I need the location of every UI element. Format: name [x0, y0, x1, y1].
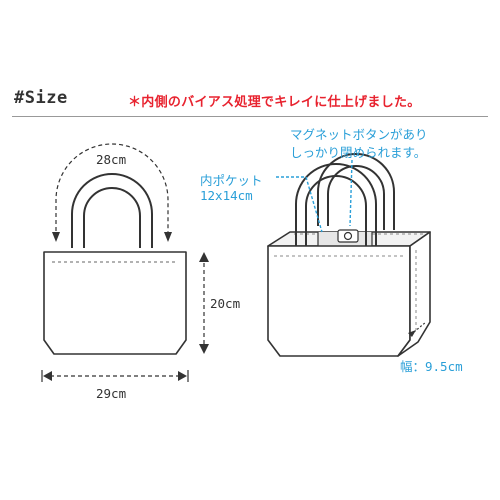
section-title: #Size	[14, 88, 68, 108]
magnet-callout-line	[349, 159, 353, 227]
height-label: 20cm	[210, 296, 241, 311]
front-handle-outer-persp	[295, 163, 377, 250]
bias-finish-note: ＊内側のバイアス処理でキレイに仕上げました。	[128, 95, 421, 110]
front-panel	[267, 245, 411, 357]
handle-length-label: 28cm	[96, 152, 127, 167]
side-gusset	[397, 231, 431, 357]
height-arrow	[199, 252, 209, 354]
magnet-note-line-1: マグネットボタンがあり	[290, 127, 428, 142]
pocket-callout-line	[276, 176, 323, 233]
back-handle-outer	[317, 153, 395, 230]
pocket-size: 12x14cm	[200, 188, 253, 203]
magnet-note-line-2: しっかり閉められます。	[290, 145, 427, 160]
front-bag-body	[43, 251, 187, 355]
front-handle-inner	[83, 187, 141, 248]
back-handle-inner	[327, 165, 385, 230]
gusset-width-label: 幅：9.5cm	[400, 359, 463, 374]
width-label: 29cm	[96, 386, 127, 401]
handle-length-arrow	[52, 143, 172, 242]
header-divider	[12, 116, 488, 117]
width-arrow	[41, 370, 189, 382]
front-view-bag	[43, 173, 187, 355]
perspective-view-bag	[267, 153, 431, 357]
pocket-label: 内ポケット	[200, 173, 263, 188]
gusset-arrow	[413, 321, 427, 333]
front-handle-inner-persp	[305, 175, 367, 250]
front-handle-outer	[71, 173, 153, 248]
